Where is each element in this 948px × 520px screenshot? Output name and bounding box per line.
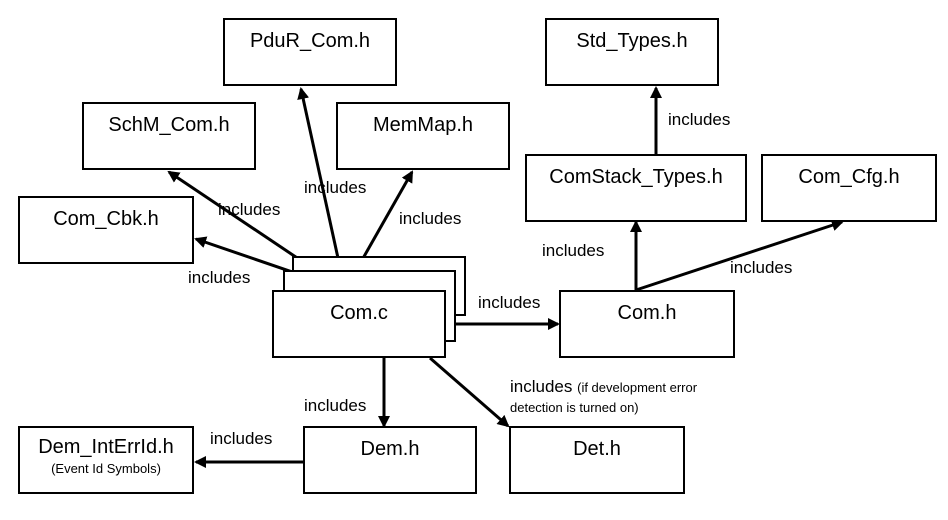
edge-label-com-c-det-text: includes	[510, 377, 573, 396]
node-com-cbk-h-label: Com_Cbk.h	[53, 208, 159, 230]
edge-label-com-c-det: includes (if development error detection…	[510, 377, 697, 417]
edge-label-com-c-det-note-2: detection is turned on)	[510, 400, 639, 415]
edge-label-com-c-det-note-1: (if development error	[577, 380, 698, 395]
node-com-cfg-h-label: Com_Cfg.h	[798, 166, 900, 188]
edge-label-comstack-std: includes	[668, 110, 731, 129]
node-com-h-label: Com.h	[617, 302, 677, 324]
node-memmap-h-label: MemMap.h	[372, 114, 474, 136]
edge-label-com-h-comstack: includes	[542, 241, 605, 260]
node-dem-interrid-h-label: Dem_IntErrId.h	[38, 436, 174, 458]
node-dem-interrid-h-sublabel: (Event Id Symbols)	[51, 461, 161, 476]
node-std-types-h-label: Std_Types.h	[576, 30, 688, 52]
edge-label-dem-interr: includes	[210, 429, 273, 448]
edge-label-com-c-memmap: includes	[399, 209, 462, 228]
node-com-cbk-h: Com_Cbk.h	[18, 196, 194, 264]
edge-label-com-c-cbk: includes	[188, 268, 251, 287]
node-pdur-com-h-label: PduR_Com.h	[249, 30, 371, 52]
node-com-h: Com.h	[559, 290, 735, 358]
node-com-c-label: Com.c	[330, 302, 388, 324]
node-dem-h: Dem.h	[303, 426, 477, 494]
node-det-h-label: Det.h	[573, 438, 621, 460]
node-schm-com-h: SchM_Com.h	[82, 102, 256, 170]
node-pdur-com-h: PduR_Com.h	[223, 18, 397, 86]
arrow-com-c-to-det	[429, 356, 510, 428]
node-memmap-h: MemMap.h	[336, 102, 510, 170]
edge-label-com-c-dem: includes	[304, 396, 367, 415]
node-comstack-types-h-label: ComStack_Types.h	[549, 166, 723, 188]
node-det-h: Det.h	[509, 426, 685, 494]
node-schm-com-h-label: SchM_Com.h	[108, 114, 230, 136]
edge-label-com-c-pdur: includes	[304, 178, 367, 197]
arrow-com-h-to-cfg	[635, 219, 844, 292]
edge-label-com-h-cfg: includes	[730, 258, 793, 277]
node-comstack-types-h: ComStack_Types.h	[525, 154, 747, 222]
node-dem-h-label: Dem.h	[360, 438, 420, 460]
node-dem-interrid-h: Dem_IntErrId.h (Event Id Symbols)	[18, 426, 194, 494]
edge-label-com-c-com-h: includes	[478, 293, 541, 312]
node-std-types-h: Std_Types.h	[545, 18, 719, 86]
edge-label-com-c-schm: includes	[218, 200, 281, 219]
node-com-cfg-h: Com_Cfg.h	[761, 154, 937, 222]
node-com-c: Com.c	[272, 290, 446, 358]
